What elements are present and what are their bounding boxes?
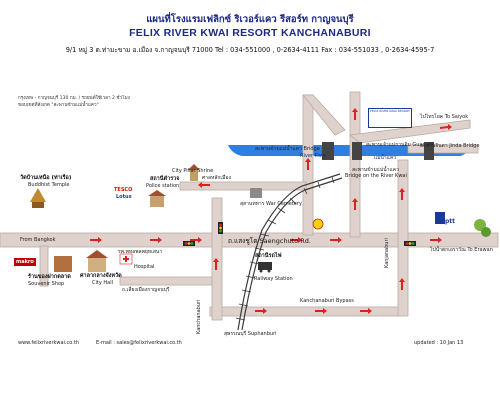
footer-email[interactable]: E-mail : sales@felixriverkwai.co.th	[96, 340, 182, 346]
road-kanchanaburi-bypass	[209, 306, 406, 317]
direction-arrows	[90, 108, 452, 314]
road-hotel-access	[349, 91, 361, 238]
label-guan-im: สะพานเจ้าแม่กวนอิม Guan Im	[366, 142, 434, 148]
label-bypass-th: ถ.เลี่ยงเมืองกาญจนบุรี	[122, 287, 170, 293]
label-kanchanaburi-bypass: Kanchanaburi Bypass	[300, 298, 354, 304]
road-diagonal-bridge	[302, 94, 346, 136]
train-icon	[258, 262, 272, 273]
label-bypass-vertical: Kanchanaburi	[196, 299, 202, 334]
gas-station-icon	[435, 212, 445, 224]
label-city-pillar: City Pillar Shrine	[172, 168, 214, 174]
cemetery-icon	[250, 188, 262, 198]
footer-website[interactable]: www.felixriverkwai.co.th	[18, 340, 79, 346]
label-to-erawan: ไปน้ำตกเอราวัณ To Erawan	[430, 247, 493, 253]
road-to-saiyok	[349, 119, 471, 144]
label-bridge-river-kwai: Bridge on the River Kwai	[345, 173, 407, 179]
hotel-address: 9/1 หมู่ 3 ต.ท่ามะขาม อ.เมือง จ.กาญจนบุร…	[65, 46, 435, 54]
label-jinda-bridge: สะพานจินดา Jinda Bridge	[420, 143, 480, 149]
road-vertical-erawan	[397, 159, 409, 317]
label-city-pillar-th: ศาลหลักเมือง	[202, 175, 231, 181]
label-souvenir-th: ร้านของฝากตลาด	[28, 274, 71, 280]
road-vertical-main	[211, 197, 223, 321]
erawan-icon	[474, 219, 491, 237]
railway-ties	[235, 176, 335, 321]
road-souvenir-branch	[39, 245, 49, 287]
city-pillar-icon	[188, 164, 200, 181]
road-bypass-left	[119, 276, 213, 286]
souvenir-shop-icon	[54, 256, 72, 272]
bridge-jinda-icon	[424, 142, 434, 160]
label-buddhist-temple-th: วัดบ้านเหนือ (ท่าเรือ)	[20, 175, 72, 181]
label-railway-th: สถานีรถไฟ	[255, 253, 282, 259]
shell-station-icon	[312, 218, 324, 230]
label-kanjanaburi-vertical: Kanjanaburi	[384, 238, 390, 268]
police-station-icon	[148, 190, 166, 207]
label-war-cemetery: สุสานทหาร War Cemetery	[240, 201, 302, 207]
label-saengchuto-rd: ถ.แสงชูโต Saengchuto Rd.	[228, 237, 311, 245]
lotus-badge: Lotus	[116, 194, 132, 200]
label-to-saiyok: ไปไทรโยค To Saiyok	[420, 114, 469, 120]
label-from-bangkok: From Bangkok	[20, 237, 56, 243]
road-saengchuto	[0, 232, 499, 248]
label-police-th: สถานีตำรวจ	[150, 176, 180, 182]
temple-icon	[30, 188, 46, 208]
label-river-kwai-th: แม่น้ำแคว	[374, 155, 397, 161]
label-kwai-bridge: สะพานข้ามแม่น้ำแคว Bridge	[255, 146, 320, 152]
label-hospital-th: รพ.พหลพลพยุหเสนา	[118, 249, 163, 255]
road-city-pillar	[179, 181, 307, 191]
label-hospital: Hospital	[134, 264, 155, 270]
distance-note-1: กรุงเทพ - กาญจนบุรี 130 กม. / รถยนต์ใช้เ…	[18, 96, 130, 101]
label-bridge-river-kwai-th: สะพานข้ามแม่น้ำแคว	[352, 167, 399, 173]
label-buddhist-temple: Buddhist Temple	[28, 182, 70, 188]
label-city-hall-th: ศาลากลางจังหวัด	[80, 273, 122, 279]
hospital-icon	[119, 253, 133, 265]
map-title-thai: แผนที่โรงแรมเฟลิกซ์ ริเวอร์แคว รีสอร์ท ก…	[146, 14, 354, 25]
hotel-sign-label: FELIX RIVER KWAI RESORT	[370, 109, 410, 113]
city-hall-icon	[86, 250, 108, 272]
distance-note-2: ขอบเขตที่สังเกต "สะพานข้ามแม่น้ำแคว"	[18, 103, 99, 108]
label-river-kwai: River Kwai	[300, 153, 327, 159]
road-river-east	[407, 144, 479, 154]
tesco-badge: TESCO	[114, 187, 133, 193]
label-city-hall: City Hall	[92, 280, 113, 286]
label-railway: Railway Station	[254, 276, 293, 282]
label-suphanburi: สุพรรณบุรี Suphanburi	[224, 331, 277, 337]
traffic-light-icons	[183, 222, 416, 246]
bridge-river-kwai-icon	[322, 142, 334, 160]
hotel-sign: FELIX RIVER KWAI RESORT	[368, 108, 412, 128]
label-police: Police station	[146, 183, 180, 189]
railway-line	[237, 173, 343, 331]
map-title-english: FELIX RIVER KWAI RESORT KANCHANABURI	[129, 27, 371, 39]
makro-badge: makro	[14, 258, 36, 266]
ptt-badge: ptt	[445, 218, 456, 225]
footer-updated: updated : 10 Jan 13	[414, 340, 464, 346]
label-souvenir: Souvenir Shop	[28, 281, 65, 287]
bridge-guan-im-icon	[352, 142, 362, 160]
